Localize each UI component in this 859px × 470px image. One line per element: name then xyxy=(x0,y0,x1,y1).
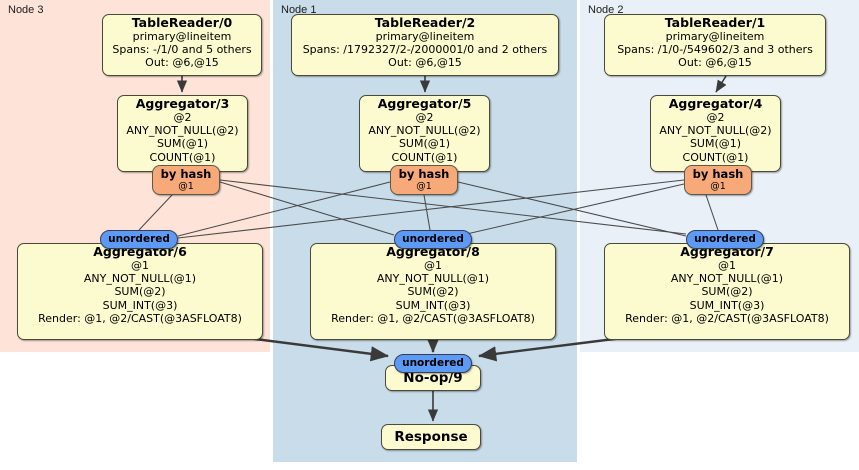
table-reader-node[interactable]: TableReader/2 primary@lineitem Spans: /1… xyxy=(291,14,559,76)
node-line: SUM_INT(@3) xyxy=(102,298,178,312)
node-line: ANY_NOT_NULL(@2) xyxy=(126,124,239,138)
node-line: @1 xyxy=(718,259,736,272)
node-line: primary@lineitem xyxy=(132,30,232,43)
node-panel-label: Node 1 xyxy=(281,4,317,16)
unordered-synchronizer[interactable]: unordered xyxy=(394,230,472,249)
node-title: TableReader/0 xyxy=(131,15,233,30)
unordered-synchronizer[interactable]: unordered xyxy=(100,230,178,249)
node-line: @1 xyxy=(424,259,442,272)
node-line: Spans: /1/0-/549602/3 and 3 others xyxy=(617,43,813,57)
table-reader-node[interactable]: TableReader/0 primary@lineitem Spans: -/… xyxy=(102,14,262,76)
node-line: SUM(@1) xyxy=(689,137,742,151)
router-label: by hash xyxy=(692,167,744,181)
node-render-line: Render: @1, @2/CAST(@3ASFLOAT8) xyxy=(331,311,535,325)
by-hash-router[interactable]: by hash @1 xyxy=(684,165,752,195)
node-render-line: Render: @1, @2/CAST(@3ASFLOAT8) xyxy=(625,311,829,325)
router-label: by hash xyxy=(160,167,212,181)
node-line: SUM(@2) xyxy=(407,285,459,299)
edge-aggregator-to-noop xyxy=(246,334,623,362)
edge-hash-to-unordered xyxy=(138,179,719,239)
aggregator-node[interactable]: Aggregator/4 @2 ANY_NOT_NULL(@2) SUM(@1)… xyxy=(650,95,781,172)
edge-reader-to-aggregator xyxy=(176,75,727,93)
node-line: @2 xyxy=(173,111,192,124)
router-label: by hash xyxy=(398,167,450,181)
response-node[interactable]: Response xyxy=(381,424,481,450)
node-line: ANY_NOT_NULL(@2) xyxy=(659,124,772,138)
node-title: TableReader/1 xyxy=(664,15,766,30)
unordered-synchronizer[interactable]: unordered xyxy=(394,354,472,373)
aggregator-node[interactable]: Aggregator/8 @1 ANY_NOT_NULL(@1) SUM(@2)… xyxy=(310,243,556,340)
node-title: Aggregator/4 xyxy=(668,96,763,111)
node-title: Aggregator/3 xyxy=(135,96,230,111)
node-line: COUNT(@1) xyxy=(391,150,458,164)
node-line: Spans: -/1/0 and 5 others xyxy=(112,43,252,57)
node-render-line: Render: @1, @2/CAST(@3ASFLOAT8) xyxy=(38,311,242,325)
node-line: SUM(@1) xyxy=(156,137,209,151)
node-line: COUNT(@1) xyxy=(149,150,216,164)
node-line: Out: @6,@15 xyxy=(678,56,752,70)
router-column: @1 xyxy=(416,181,432,192)
aggregator-node[interactable]: Aggregator/6 @1 ANY_NOT_NULL(@1) SUM(@2)… xyxy=(17,243,263,340)
node-title: TableReader/2 xyxy=(374,15,476,30)
node-line: @2 xyxy=(706,111,725,124)
node-line: @1 xyxy=(131,259,149,272)
node-panel-label: Node 2 xyxy=(588,4,624,16)
node-line: SUM(@1) xyxy=(398,137,451,151)
node-line: primary@lineitem xyxy=(665,30,765,43)
node-panel-label: Node 3 xyxy=(8,4,44,16)
node-line: ANY_NOT_NULL(@1) xyxy=(670,272,784,286)
node-line: Spans: /1792327/2-/2000001/0 and 2 other… xyxy=(302,43,548,57)
node-line: Out: @6,@15 xyxy=(388,56,462,70)
node-line: @2 xyxy=(415,111,434,124)
by-hash-router[interactable]: by hash @1 xyxy=(390,165,458,195)
router-column: @1 xyxy=(710,181,726,192)
router-column: @1 xyxy=(178,181,194,192)
aggregator-node[interactable]: Aggregator/7 @1 ANY_NOT_NULL(@1) SUM(@2)… xyxy=(604,243,850,340)
node-line: SUM(@2) xyxy=(701,285,753,299)
node-line: SUM_INT(@3) xyxy=(689,298,765,312)
aggregator-node[interactable]: Aggregator/3 @2 ANY_NOT_NULL(@2) SUM(@1)… xyxy=(117,95,248,172)
table-reader-node[interactable]: TableReader/1 primary@lineitem Spans: /1… xyxy=(604,14,826,76)
unordered-synchronizer[interactable]: unordered xyxy=(686,230,764,249)
node-line: ANY_NOT_NULL(@1) xyxy=(83,272,197,286)
node-line: SUM_INT(@3) xyxy=(395,298,471,312)
aggregator-node[interactable]: Aggregator/5 @2 ANY_NOT_NULL(@2) SUM(@1)… xyxy=(359,95,490,172)
node-line: ANY_NOT_NULL(@2) xyxy=(368,124,481,138)
node-line: Out: @6,@15 xyxy=(145,56,219,70)
node-title: Aggregator/5 xyxy=(377,96,472,111)
node-line: SUM(@2) xyxy=(114,285,166,299)
node-line: ANY_NOT_NULL(@1) xyxy=(376,272,490,286)
node-line: primary@lineitem xyxy=(375,30,475,43)
node-line: COUNT(@1) xyxy=(682,150,749,164)
by-hash-router[interactable]: by hash @1 xyxy=(152,165,220,195)
